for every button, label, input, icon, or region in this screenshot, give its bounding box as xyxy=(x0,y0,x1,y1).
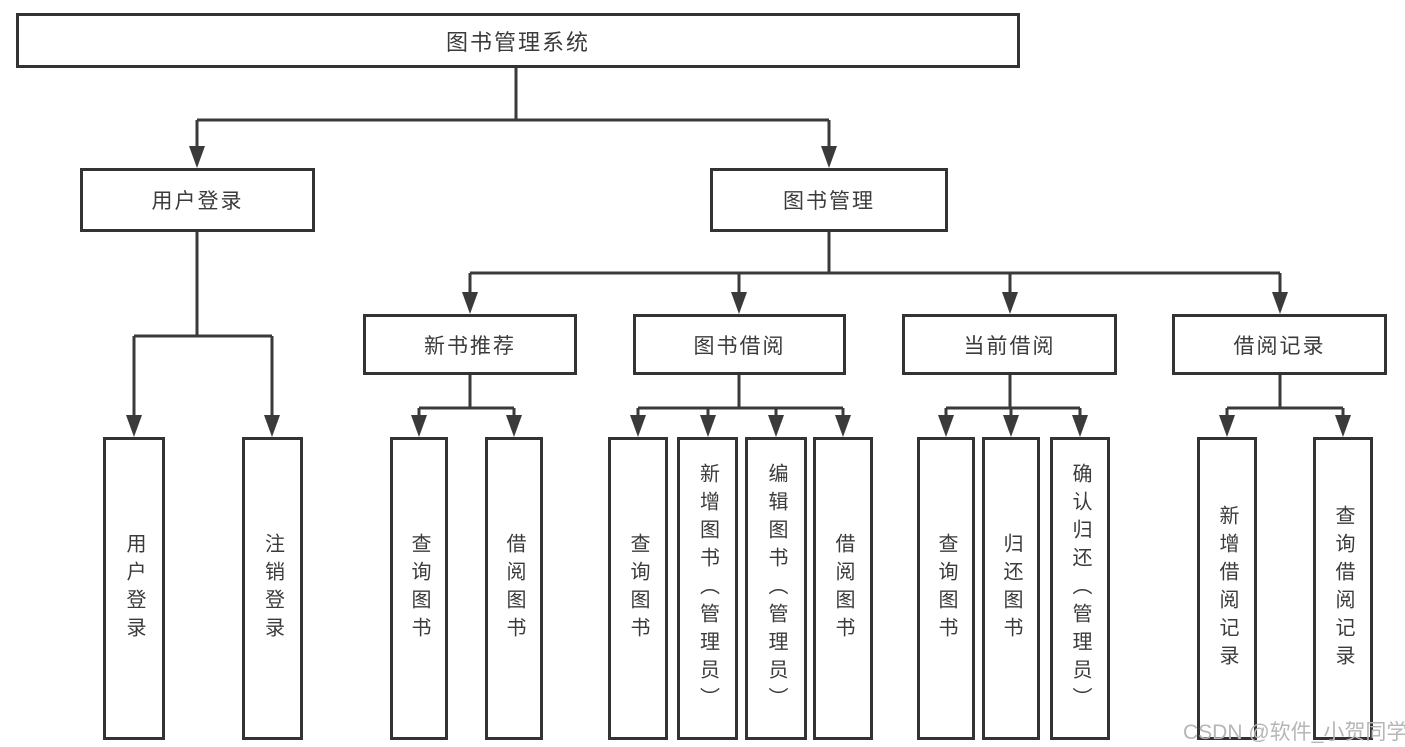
connector-book-borrow-to-leaves xyxy=(630,375,851,437)
node-edit-book-admin: 编辑图书（管理员） xyxy=(745,437,807,740)
connector-book-management-to-level3 xyxy=(462,232,1288,314)
node-return-books: 归还图书 xyxy=(982,437,1040,740)
node-label: 借阅图书 xyxy=(503,532,525,645)
connector-root-to-level2 xyxy=(189,68,837,168)
arrowhead-icon xyxy=(1219,415,1235,437)
arrowhead-icon xyxy=(700,415,716,437)
connector-new-book-to-leaves xyxy=(411,375,522,437)
node-label: 查询图书 xyxy=(935,532,957,645)
node-query-books-current: 查询图书 xyxy=(917,437,975,740)
csdn-watermark: CSDN @软件_小贺同学 xyxy=(1183,721,1405,744)
connector-user-login-to-leaves xyxy=(126,232,280,437)
node-label: 确认归还（管理员） xyxy=(1069,462,1091,715)
arrowhead-icon xyxy=(189,146,205,168)
node-borrowing-records: 借阅记录 xyxy=(1172,314,1387,375)
node-label: 新增借阅记录 xyxy=(1216,504,1238,673)
node-add-book-admin: 新增图书（管理员） xyxy=(677,437,738,740)
node-borrow-books-recommend: 借阅图书 xyxy=(485,437,543,740)
arrowhead-icon xyxy=(1002,292,1018,314)
arrowhead-icon xyxy=(835,415,851,437)
arrowhead-icon xyxy=(1335,415,1351,437)
arrowhead-icon xyxy=(506,415,522,437)
node-confirm-return-admin: 确认归还（管理员） xyxy=(1050,437,1110,740)
node-label: 查询图书 xyxy=(627,532,649,645)
node-book-borrowing: 图书借阅 xyxy=(633,314,846,375)
node-label: 归还图书 xyxy=(1000,532,1022,645)
arrowhead-icon xyxy=(411,415,427,437)
arrowhead-icon xyxy=(462,292,478,314)
node-borrow-books: 借阅图书 xyxy=(813,437,873,740)
node-query-books-borrow: 查询图书 xyxy=(608,437,668,740)
node-query-borrow-record: 查询借阅记录 xyxy=(1313,437,1373,740)
connector-current-borrow-to-leaves xyxy=(938,375,1088,437)
node-label: 编辑图书（管理员） xyxy=(765,462,787,715)
node-user-login-branch: 用户登录 xyxy=(80,168,315,232)
node-logout-login: 注销登录 xyxy=(242,437,303,740)
arrowhead-icon xyxy=(1272,292,1288,314)
node-new-book-recommendation: 新书推荐 xyxy=(363,314,577,375)
arrowhead-icon xyxy=(264,415,280,437)
node-query-books-recommend: 查询图书 xyxy=(390,437,448,740)
arrowhead-icon xyxy=(768,415,784,437)
node-label: 用户登录 xyxy=(123,532,145,645)
node-label: 查询图书 xyxy=(408,532,430,645)
arrowhead-icon xyxy=(1072,415,1088,437)
arrowhead-icon xyxy=(821,146,837,168)
node-add-borrow-record: 新增借阅记录 xyxy=(1197,437,1257,740)
arrowhead-icon xyxy=(126,415,142,437)
arrowhead-icon xyxy=(938,415,954,437)
node-label: 注销登录 xyxy=(261,532,284,645)
connector-borrow-records-to-leaves xyxy=(1219,375,1351,437)
node-label: 查询借阅记录 xyxy=(1332,504,1354,673)
node-library-management-system: 图书管理系统 xyxy=(16,13,1020,68)
arrowhead-icon xyxy=(1003,415,1019,437)
node-label: 新增图书（管理员） xyxy=(696,462,719,715)
node-book-management: 图书管理 xyxy=(710,168,948,232)
node-current-borrowing: 当前借阅 xyxy=(902,314,1117,375)
arrowhead-icon xyxy=(731,292,747,314)
arrowhead-icon xyxy=(630,415,646,437)
node-user-login: 用户登录 xyxy=(103,437,165,740)
node-label: 借阅图书 xyxy=(832,532,854,645)
